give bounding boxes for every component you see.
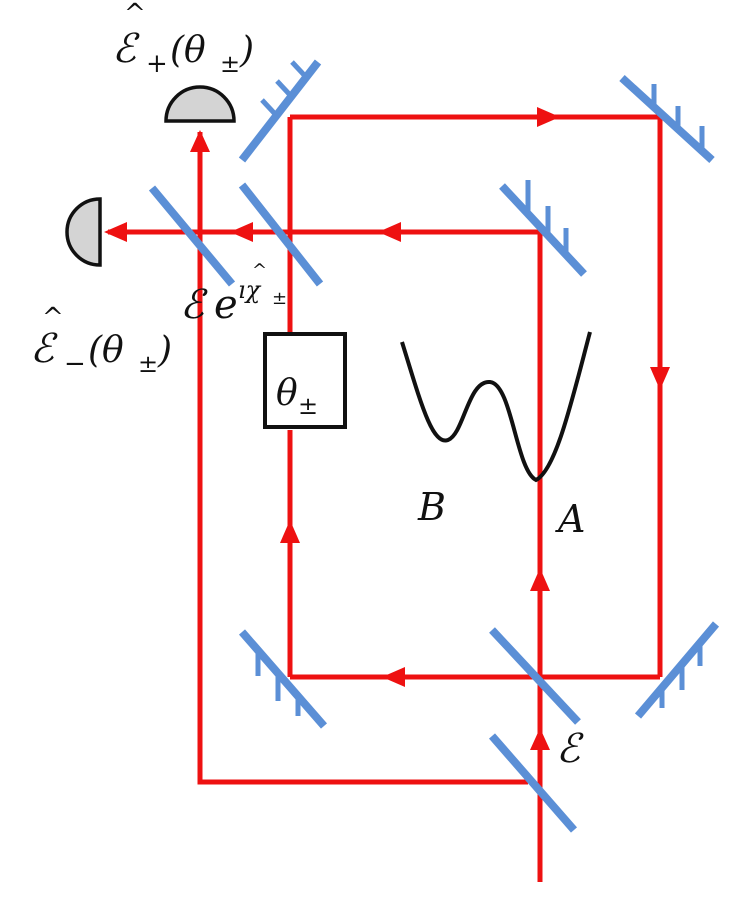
svg-text:(θ: (θ [170, 30, 206, 71]
svg-text:(θ: (θ [88, 330, 124, 371]
arrow-left-middle-1 [378, 222, 401, 242]
svg-text:): ) [239, 30, 254, 71]
bypass-beam-to-top-detector [197, 132, 528, 785]
svg-text:±: ± [138, 350, 158, 378]
beam-splitter-bottom-middle [489, 627, 581, 725]
detector-left [65, 197, 102, 267]
label-input-field: ℰ [556, 726, 584, 772]
svg-text:ℰ: ℰ [112, 26, 140, 72]
svg-text:+: + [146, 49, 168, 79]
arrow-left-bottom [382, 667, 405, 687]
svg-text:ℰ: ℰ [180, 282, 208, 328]
label-well-b: B [417, 485, 446, 529]
mirror-bottom-left [238, 629, 328, 729]
arrow-down-right-loop [650, 367, 670, 390]
svg-text:^: ^ [124, 0, 146, 29]
beam-splitter-far-left [148, 185, 236, 287]
svg-text:ℰ: ℰ [30, 326, 58, 372]
svg-text:): ) [157, 330, 172, 371]
svg-text:^: ^ [42, 303, 64, 333]
beam-splitter-input [488, 733, 578, 833]
svg-text:±: ± [220, 50, 240, 78]
label-e-minus: ^ ℰ − (θ ± ) [30, 303, 172, 379]
mirror-middle-right [499, 180, 587, 277]
optical-elements [148, 59, 720, 833]
detectors [65, 85, 236, 267]
beam-splitter-middle-left [238, 182, 324, 287]
phase-box-sub: ± [298, 392, 318, 420]
arrow-up-bypass [190, 130, 210, 152]
detector-top [164, 85, 236, 123]
mirror-top-left [238, 59, 322, 163]
arrow-left-to-detector [104, 222, 127, 242]
svg-text:e: e [214, 282, 238, 328]
arrow-left-middle-2 [230, 222, 253, 242]
arrow-up-input [530, 728, 550, 750]
arrow-up-path-a [530, 568, 550, 591]
svg-text:±: ± [272, 288, 287, 309]
arrow-right-top [537, 107, 560, 127]
phase-box-theta: θ [276, 373, 298, 414]
arrow-up-left-loop [280, 520, 300, 543]
mirror-top-right [619, 75, 715, 163]
double-well-potential-curve [400, 331, 592, 483]
label-e-plus: ^ ℰ + (θ ± ) [112, 0, 254, 79]
svg-text:−: − [64, 349, 86, 379]
phase-shifter-box: θ ± [263, 332, 347, 429]
label-well-a: A [555, 497, 585, 541]
svg-text:ıχ: ıχ [238, 276, 262, 304]
mirror-bottom-right [634, 621, 720, 719]
label-phase-output: ℰ e ^ ıχ ± [180, 260, 287, 328]
beam-arrows [104, 107, 670, 750]
svg-text:^: ^ [252, 260, 267, 281]
